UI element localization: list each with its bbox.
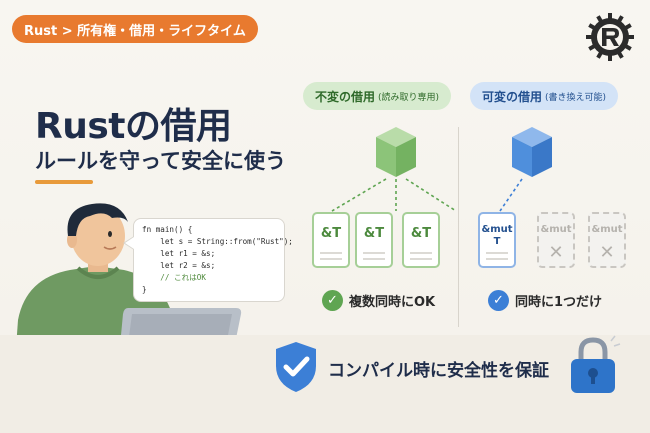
immutable-borrow-title: 不変の借用 [315, 89, 376, 104]
check-icon: ✓ [322, 290, 343, 311]
immutable-rule-text: 複数同時にOK [349, 295, 436, 310]
blocked-ref-label: &mut [591, 224, 623, 235]
mutable-borrow-label: 可変の借用 (書き換え可能) [470, 82, 619, 110]
footer-band [0, 335, 650, 433]
x-icon: ✕ [548, 242, 564, 263]
mutable-rule: ✓ 同時に1つだけ [488, 290, 602, 311]
padlock-icon [571, 335, 621, 393]
code-snippet: fn main() { let s = String::from("Rust")… [133, 218, 293, 302]
ref-label: &T [363, 226, 385, 241]
shield-check-icon [276, 342, 316, 392]
immutable-rule: ✓ 複数同時にOK [322, 290, 435, 311]
code-line: let r1 = &s; [142, 249, 216, 258]
rust-logo-icon [586, 13, 634, 61]
cube-icon [376, 127, 416, 177]
title-underline [35, 180, 93, 184]
section-divider [458, 127, 459, 327]
mutable-borrow-sublabel: (書き換え可能) [545, 92, 607, 103]
x-icon: ✕ [599, 242, 615, 263]
mutable-rule-text: 同時に1つだけ [515, 295, 603, 310]
mutable-borrow-title: 可変の借用 [482, 89, 543, 104]
bubble-tail-inner [125, 237, 134, 249]
code-line: } [142, 285, 147, 294]
immutable-borrow-label: 不変の借用 (読み取り専用) [303, 82, 452, 110]
cube-icon [512, 127, 552, 177]
breadcrumb: Rust > 所有権・借用・ライフタイム [12, 15, 258, 43]
immutable-borrow-sublabel: (読み取り専用) [378, 92, 440, 103]
immutable-ref-card: &T [312, 212, 350, 268]
code-line: fn main() { [142, 225, 193, 234]
ref-label: &T [320, 226, 342, 241]
borrow-diagram [331, 127, 552, 212]
footer-message: コンパイル時に安全性を保証 [328, 361, 549, 381]
immutable-ref-card: &T [355, 212, 393, 268]
page-subtitle: ルールを守って安全に使う [35, 149, 286, 173]
ref-label: &T [410, 226, 432, 241]
page-title: Rustの借用 [35, 106, 232, 147]
blocked-ref-card: &mut ✕ [588, 212, 626, 268]
immutable-ref-card: &T [402, 212, 440, 268]
blocked-ref-label: &mut [540, 224, 572, 235]
code-line: let s = String::from("Rust"); [142, 237, 293, 246]
check-icon: ✓ [488, 290, 509, 311]
code-line: let r2 = &s; [142, 261, 216, 270]
code-comment: // これはOK [142, 273, 206, 282]
blocked-ref-card: &mut ✕ [537, 212, 575, 268]
